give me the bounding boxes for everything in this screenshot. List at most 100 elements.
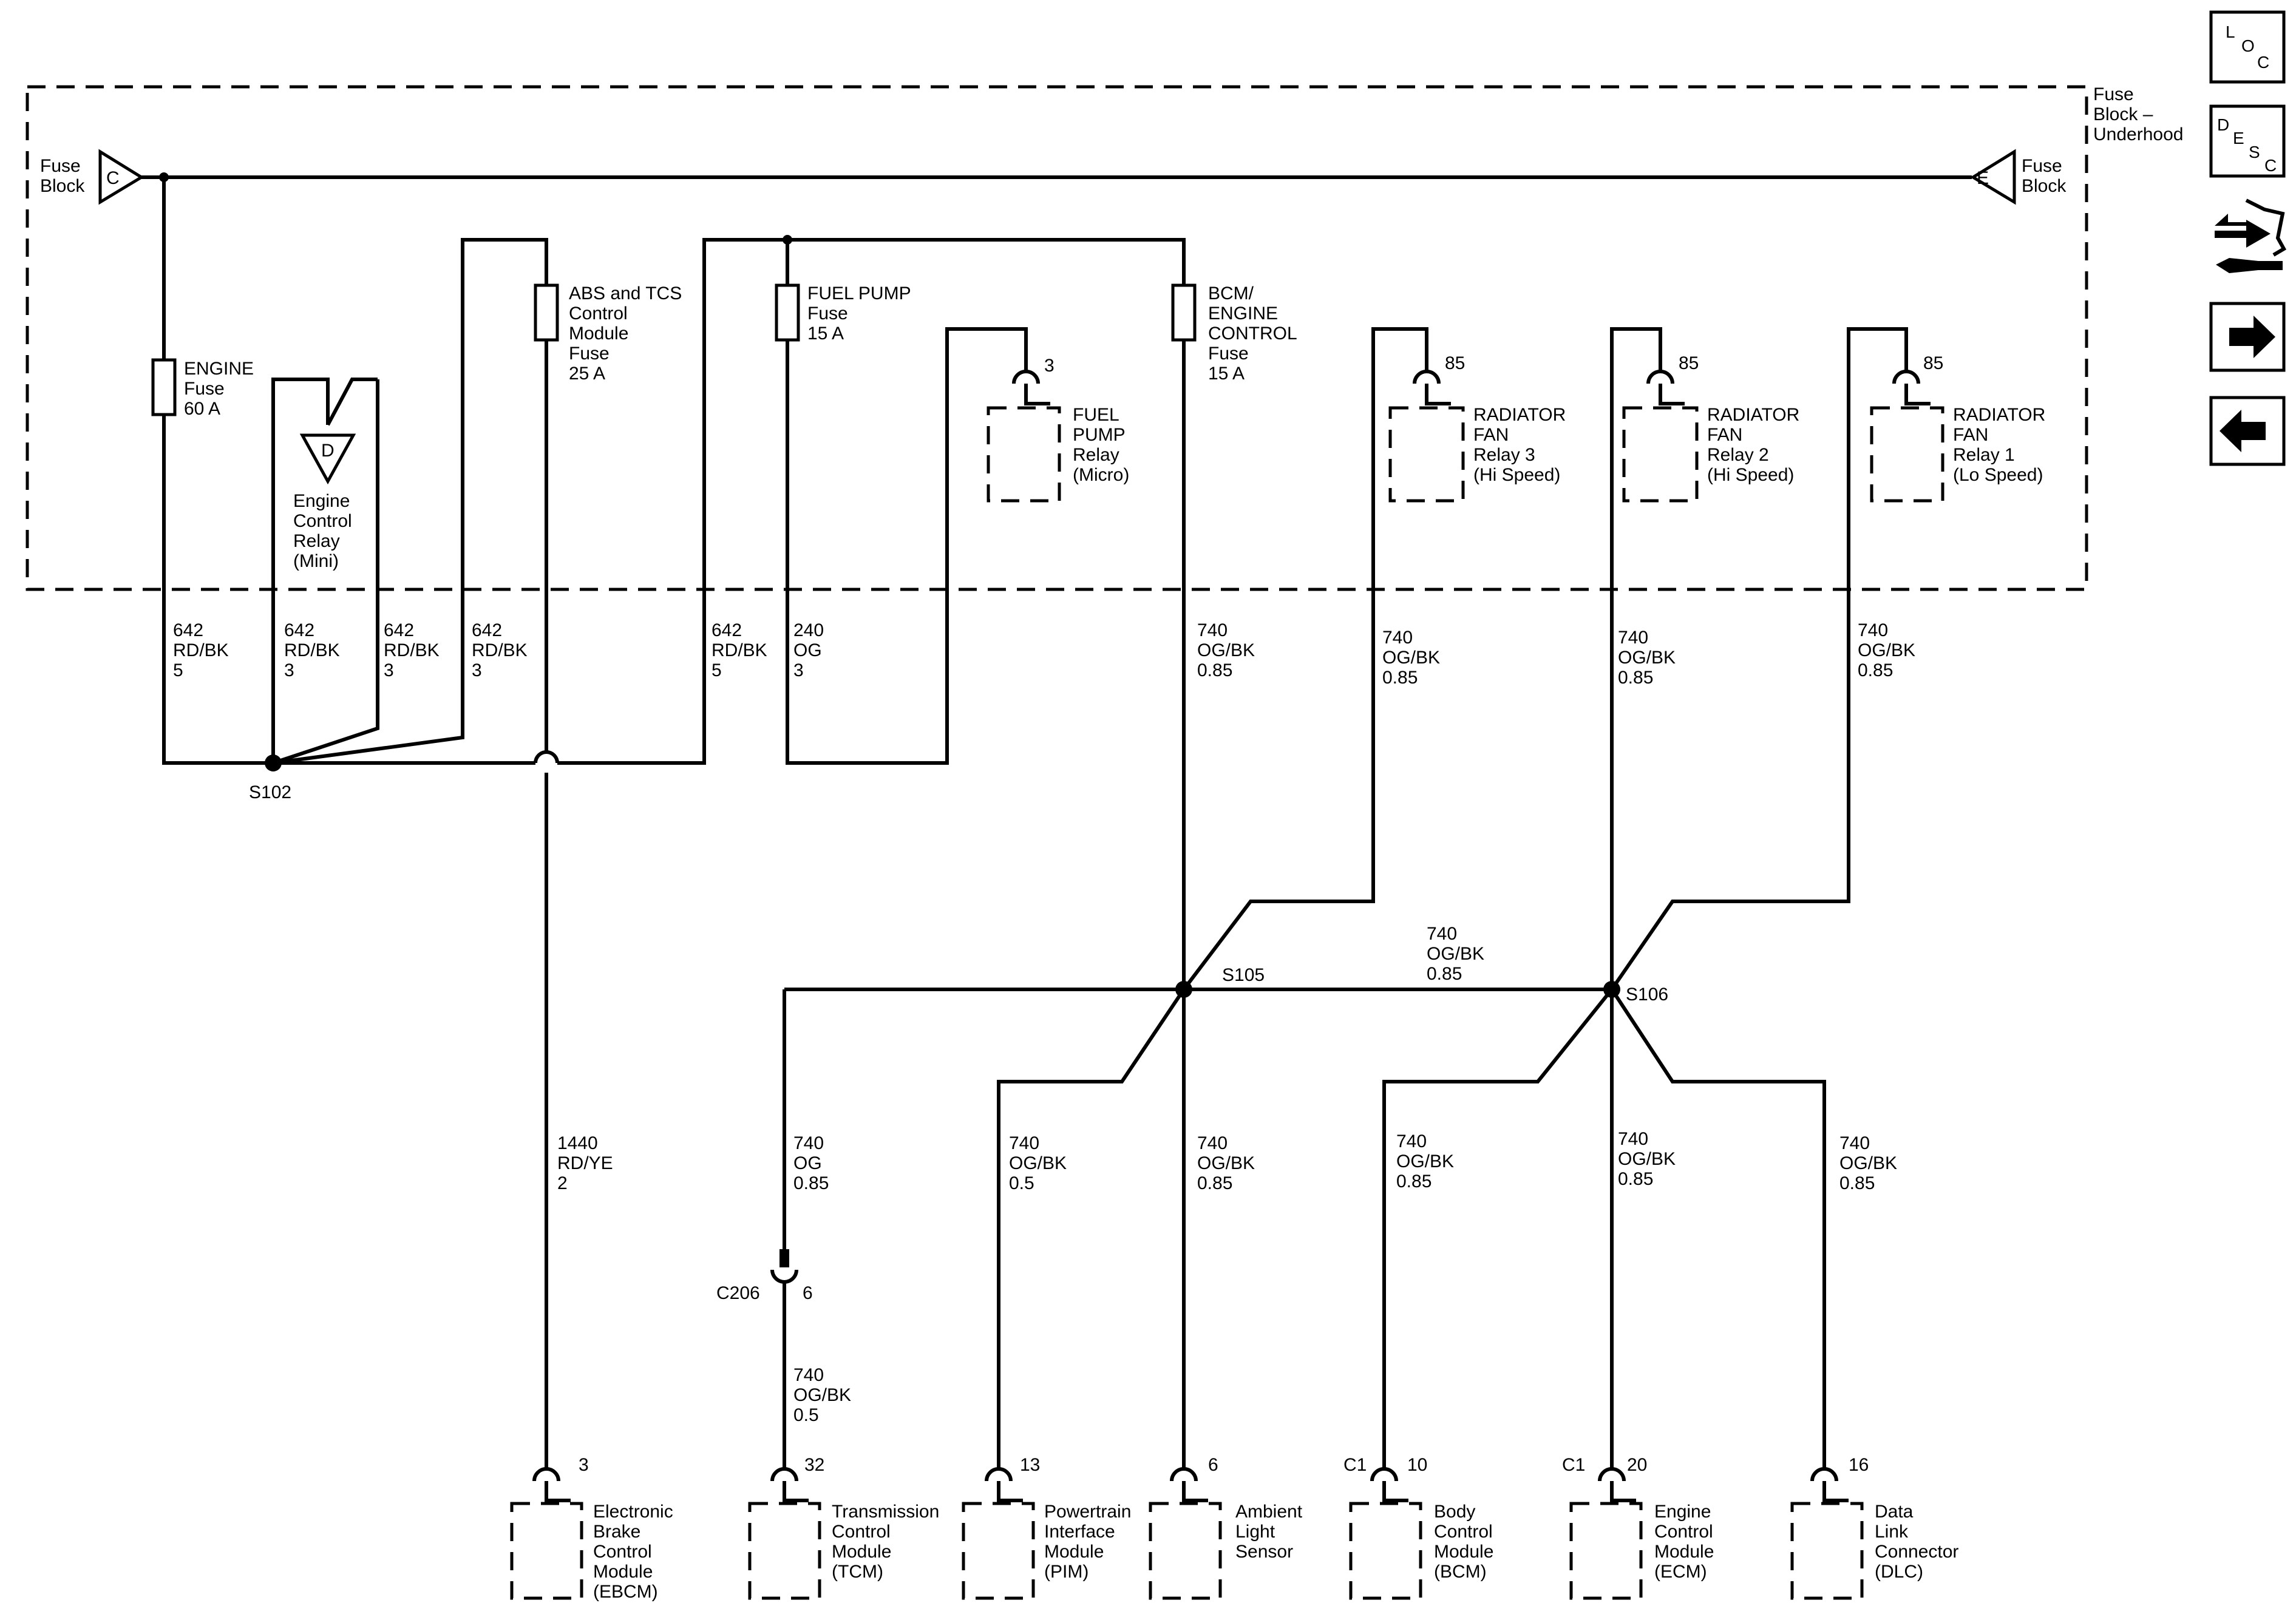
svg-text:(Hi Speed): (Hi Speed) xyxy=(1707,465,1794,485)
module-dlc: 16 Data Link Connector (DLC) xyxy=(1790,1455,1958,1600)
svg-text:Module: Module xyxy=(569,324,628,344)
svg-text:642: 642 xyxy=(284,620,314,640)
svg-text:Relay 2: Relay 2 xyxy=(1707,445,1769,465)
svg-text:3: 3 xyxy=(472,660,482,680)
svg-text:Fuse: Fuse xyxy=(2022,156,2062,176)
module-ecm: C1 20 Engine Control Module (ECM) xyxy=(1562,1455,1714,1600)
svg-text:OG/BK: OG/BK xyxy=(1618,648,1676,668)
dlc-feed-wire xyxy=(1610,988,1826,1469)
svg-text:85: 85 xyxy=(1679,353,1699,373)
svg-text:740: 740 xyxy=(1618,1129,1648,1149)
wrench-arrow-icon[interactable] xyxy=(2215,198,2287,273)
svg-text:OG/BK: OG/BK xyxy=(1839,1153,1897,1173)
svg-text:OG: OG xyxy=(793,1153,822,1173)
svg-text:0.85: 0.85 xyxy=(1858,660,1893,680)
svg-text:Electronic: Electronic xyxy=(593,1502,673,1522)
svg-text:642: 642 xyxy=(173,620,203,640)
svg-text:Control: Control xyxy=(293,511,352,531)
svg-text:1440: 1440 xyxy=(557,1133,598,1153)
svg-text:Ambient: Ambient xyxy=(1235,1502,1303,1522)
engine-control-relay-terminal-d: D xyxy=(299,433,356,485)
svg-text:740: 740 xyxy=(1618,628,1648,648)
svg-text:Control: Control xyxy=(1654,1522,1713,1542)
svg-text:0.85: 0.85 xyxy=(1427,964,1462,984)
svg-text:Interface: Interface xyxy=(1044,1522,1115,1542)
s105-label: S105 xyxy=(1222,965,1265,985)
fuel-pump-fuse xyxy=(775,283,800,342)
svg-text:5: 5 xyxy=(173,660,183,680)
wire-label-642-d: 642 RD/BK 3 xyxy=(472,620,528,680)
svg-text:Light: Light xyxy=(1235,1522,1275,1542)
svg-text:Powertrain: Powertrain xyxy=(1044,1502,1131,1522)
fuse-block-terminal-e: E Fuse Block xyxy=(1970,149,2067,205)
svg-text:85: 85 xyxy=(1923,353,1943,373)
svg-text:13: 13 xyxy=(1020,1455,1040,1475)
svg-text:(Hi Speed): (Hi Speed) xyxy=(1473,465,1560,485)
abs-fuse xyxy=(534,283,559,342)
svg-text:OG/BK: OG/BK xyxy=(1382,648,1440,668)
engine-relay-wire xyxy=(271,378,330,763)
svg-text:0.85: 0.85 xyxy=(1396,1171,1432,1192)
svg-text:Module: Module xyxy=(1654,1542,1714,1562)
fuse-block-terminal-c: C Fuse Block xyxy=(40,149,144,205)
svg-text:RADIATOR: RADIATOR xyxy=(1707,405,1799,425)
svg-text:0.85: 0.85 xyxy=(1197,1173,1232,1193)
wire-label-740-mid: 740 OG/BK 0.85 xyxy=(1427,924,1484,984)
desc-button[interactable]: D E S C xyxy=(2209,104,2286,178)
svg-text:C1: C1 xyxy=(1343,1455,1367,1475)
engine-relay-wire-2 xyxy=(273,379,379,765)
svg-text:(BCM): (BCM) xyxy=(1434,1562,1487,1582)
wire-label-740-bcm: 740 OG/BK 0.85 xyxy=(1396,1131,1454,1192)
svg-text:10: 10 xyxy=(1407,1455,1427,1475)
fuel-pump-wire xyxy=(786,240,1028,765)
svg-text:Fuse: Fuse xyxy=(40,156,81,176)
fuel-pump-relay: 3 FUEL PUMP Relay (Micro) xyxy=(987,356,1129,503)
svg-text:642: 642 xyxy=(472,620,502,640)
wire-label-240: 240 OG 3 xyxy=(793,620,824,680)
engine-relay-diagonal xyxy=(326,378,378,426)
module-ambient-light-sensor: 6 Ambient Light Sensor xyxy=(1149,1455,1303,1600)
wire-label-642-e: 642 RD/BK 5 xyxy=(712,620,767,680)
next-arrow-button[interactable] xyxy=(2209,302,2286,372)
svg-text:D: D xyxy=(2217,115,2229,134)
svg-text:Connector: Connector xyxy=(1875,1542,1958,1562)
back-arrow-button[interactable] xyxy=(2209,396,2286,466)
engine-control-relay-label: Engine Control Relay (Mini) xyxy=(293,491,352,571)
wire-label-740-dlc: 740 OG/BK 0.85 xyxy=(1839,1133,1897,1193)
svg-text:E: E xyxy=(2233,129,2244,147)
s106-label: S106 xyxy=(1626,985,1668,1005)
bcm-fuse-label: BCM/ ENGINE CONTROL Fuse 15 A xyxy=(1208,283,1297,384)
bcm-feed-wire xyxy=(1382,988,1614,1469)
svg-text:Fuse: Fuse xyxy=(1208,344,1249,364)
svg-text:RD/BK: RD/BK xyxy=(472,640,528,660)
wire-label-740-main: 740 OG/BK 0.85 xyxy=(1197,620,1255,680)
svg-text:Brake: Brake xyxy=(593,1522,640,1542)
s102-label: S102 xyxy=(249,782,291,802)
svg-text:C: C xyxy=(2257,53,2269,72)
svg-text:740: 740 xyxy=(793,1365,824,1385)
svg-text:20: 20 xyxy=(1627,1455,1647,1475)
fuel-pump-fuse-label: FUEL PUMP Fuse 15 A xyxy=(807,283,911,344)
svg-text:Control: Control xyxy=(569,303,628,324)
svg-text:740: 740 xyxy=(1382,628,1413,648)
wire-label-740-ecm: 740 OG/BK 0.85 xyxy=(1618,1129,1676,1189)
connector-c206: C206 6 xyxy=(716,1249,813,1469)
wire-label-740-og: 740 OG 0.85 xyxy=(793,1133,829,1193)
svg-text:ENGINE: ENGINE xyxy=(184,359,254,379)
svg-text:Relay 1: Relay 1 xyxy=(1953,445,2015,465)
engine-fuse xyxy=(151,358,177,416)
svg-text:ABS and TCS: ABS and TCS xyxy=(569,283,682,303)
module-pim: 13 Powertrain Interface Module (PIM) xyxy=(962,1455,1131,1600)
fan3-feed-wire xyxy=(1182,327,1428,991)
svg-text:OG/BK: OG/BK xyxy=(1427,944,1484,964)
svg-text:0.85: 0.85 xyxy=(1839,1173,1875,1193)
svg-text:RD/BK: RD/BK xyxy=(384,640,440,660)
svg-text:(Micro): (Micro) xyxy=(1073,465,1129,485)
svg-text:CONTROL: CONTROL xyxy=(1208,324,1297,344)
svg-text:FAN: FAN xyxy=(1953,425,1988,445)
svg-text:Relay: Relay xyxy=(1073,445,1119,465)
module-tcm: 32 Transmission Control Module (TCM) xyxy=(748,1455,939,1600)
wire-label-740-fan1: 740 OG/BK 0.85 xyxy=(1858,620,1915,680)
svg-text:L: L xyxy=(2226,22,2235,41)
loc-button[interactable]: L O C xyxy=(2209,10,2286,84)
